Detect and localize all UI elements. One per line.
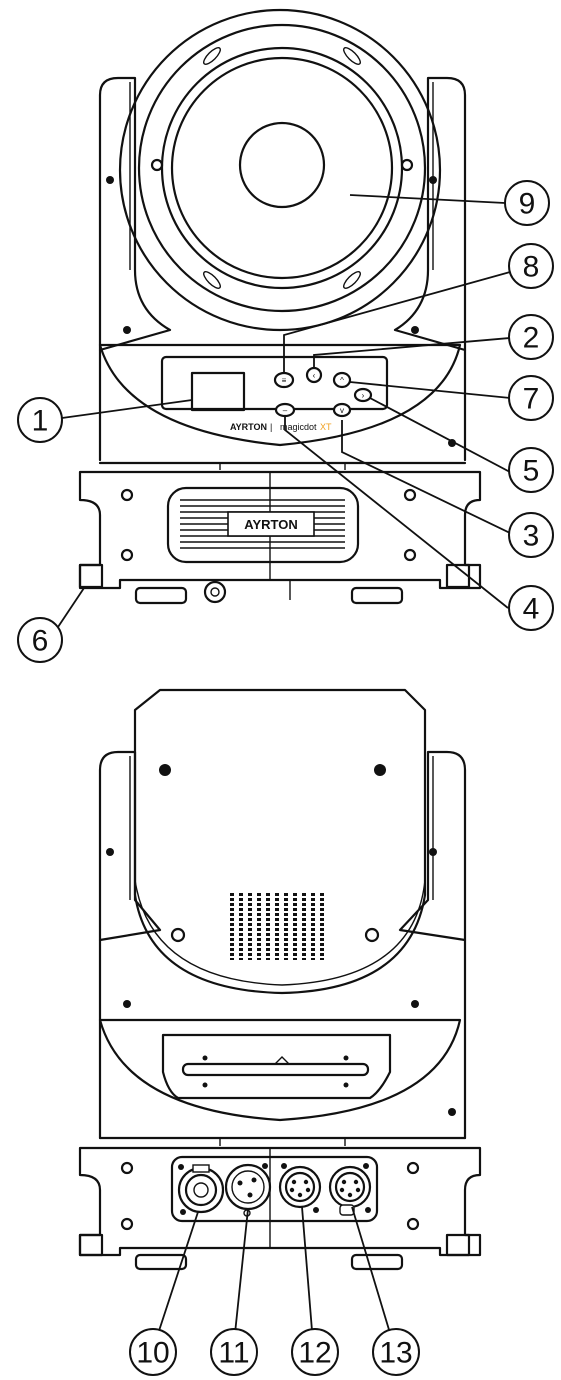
svg-text:11: 11 xyxy=(218,1337,249,1370)
base-front xyxy=(78,470,482,590)
svg-text:1: 1 xyxy=(32,405,49,438)
head-lower-band xyxy=(98,343,462,447)
svg-text:7: 7 xyxy=(523,383,540,416)
lens-ring-outer xyxy=(137,23,427,313)
callout-2: 2 xyxy=(508,314,554,360)
control-panel-recess xyxy=(160,355,389,411)
back-yoke-right xyxy=(398,750,467,942)
svg-text:8: 8 xyxy=(523,251,540,284)
back-head-housing xyxy=(133,688,427,995)
model-suffix: XT xyxy=(320,422,332,432)
svg-text:5: 5 xyxy=(523,455,540,488)
yoke-left-arm xyxy=(98,76,172,352)
callout-10: 10 xyxy=(129,1328,177,1376)
button-down xyxy=(332,402,352,418)
connector-data-out xyxy=(328,1163,372,1216)
base-brand-badge: AYRTON xyxy=(244,517,297,532)
callout-9: 9 xyxy=(504,180,550,226)
base-grille xyxy=(166,486,360,564)
button-up xyxy=(332,371,352,389)
callout-13: 13 xyxy=(372,1328,420,1376)
svg-text:v: v xyxy=(340,406,344,415)
callout-4: 4 xyxy=(508,585,554,631)
brand-logo-panel: AYRTON xyxy=(230,422,267,432)
svg-text:9: 9 xyxy=(519,188,536,221)
brand-separator: | xyxy=(270,422,272,432)
back-handle-recess xyxy=(161,1033,392,1100)
callout-7: 7 xyxy=(508,375,554,421)
svg-text:›: › xyxy=(362,391,365,400)
callout-5: 5 xyxy=(508,447,554,493)
lens-ring-inner xyxy=(170,56,394,280)
back-view xyxy=(78,688,482,1271)
yoke-right-arm xyxy=(393,76,467,352)
lens-ring-mid xyxy=(160,46,404,290)
model-name: magicdot xyxy=(280,422,317,432)
svg-text:10: 10 xyxy=(136,1337,169,1370)
connector-power-in xyxy=(177,1164,225,1215)
svg-text:–: – xyxy=(283,406,288,415)
connector-data-in xyxy=(278,1163,322,1213)
button-right xyxy=(353,387,373,403)
callout-6: 6 xyxy=(17,617,63,663)
svg-text:13: 13 xyxy=(379,1337,412,1370)
front-view: ≡ ‹ ^ › – v AYRTON | magicdot XT xyxy=(78,8,482,605)
svg-text:12: 12 xyxy=(298,1337,331,1370)
svg-text:2: 2 xyxy=(523,322,540,355)
callout-12: 12 xyxy=(291,1328,339,1376)
svg-text:3: 3 xyxy=(523,520,540,553)
callout-3: 3 xyxy=(508,512,554,558)
callout-1: 1 xyxy=(17,397,63,443)
connector-plate xyxy=(170,1155,379,1223)
head-outer xyxy=(118,8,442,332)
svg-text:^: ^ xyxy=(340,376,344,385)
callout-leaders xyxy=(55,194,511,1344)
lcd-display xyxy=(190,371,246,412)
callout-11: 11 xyxy=(210,1328,258,1376)
connector-power-out xyxy=(224,1163,272,1217)
svg-text:4: 4 xyxy=(523,593,540,626)
back-lower-band xyxy=(98,1018,462,1122)
callout-bubbles: 1 2 3 4 5 6 7 8 xyxy=(17,180,554,1376)
callout-8: 8 xyxy=(508,243,554,289)
svg-text:‹: ‹ xyxy=(313,371,316,380)
svg-text:6: 6 xyxy=(32,625,49,658)
svg-text:≡: ≡ xyxy=(282,376,287,385)
base-back xyxy=(78,1146,482,1257)
lens-center xyxy=(238,121,326,209)
